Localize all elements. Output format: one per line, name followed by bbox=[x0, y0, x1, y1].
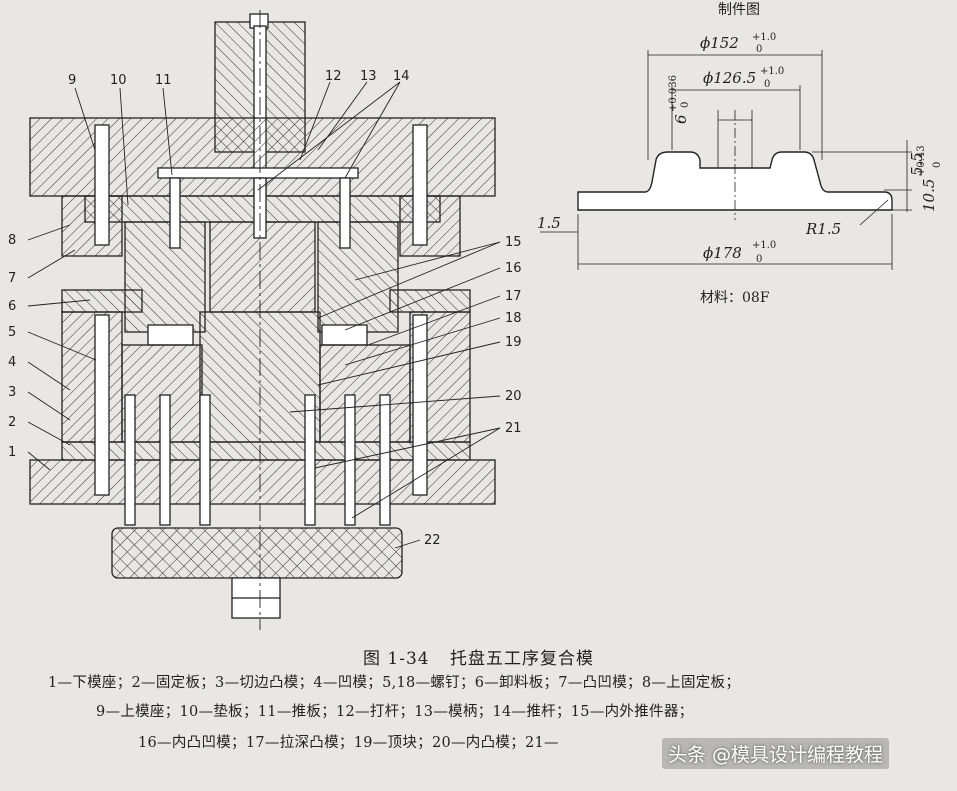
material-label: 材料：08F bbox=[700, 290, 770, 306]
ejector-pin bbox=[124, 394, 136, 526]
callout-19: 19 bbox=[505, 335, 522, 350]
leader-lines bbox=[27, 81, 501, 549]
callout-22: 22 bbox=[424, 533, 441, 548]
callout-20: 20 bbox=[505, 389, 522, 404]
dim-d6-tol-lower: 0 bbox=[680, 102, 691, 108]
die-assembly bbox=[29, 10, 496, 630]
dim-d178: ϕ178 bbox=[703, 244, 742, 262]
callout-17: 17 bbox=[505, 289, 522, 304]
callout-11: 11 bbox=[155, 73, 172, 88]
dim-h55: 5.5 bbox=[908, 152, 926, 176]
callout-16: 16 bbox=[505, 261, 522, 276]
dim-h105-tol-upper: +0.43 bbox=[916, 145, 927, 176]
callout-9: 9 bbox=[68, 73, 76, 88]
dim-d152: ϕ152 bbox=[700, 34, 739, 52]
dim-d1265: ϕ126.5 bbox=[703, 69, 756, 87]
stripper-plate bbox=[61, 289, 143, 313]
push-plate bbox=[157, 167, 359, 179]
figure-caption: 图 1-34 托盘五工序复合模 bbox=[0, 644, 957, 669]
part-profile bbox=[577, 151, 893, 211]
punch-die bbox=[124, 221, 206, 333]
part-drawing: 制件图 ϕ152 +1.0 0 ϕ126.5 + bbox=[537, 2, 943, 306]
callout-5: 5 bbox=[8, 325, 16, 340]
rubber-cushion bbox=[111, 527, 403, 579]
callout-4: 4 bbox=[8, 355, 16, 370]
upper-fixed-plate bbox=[61, 195, 123, 257]
dim-d178-tol-upper: +1.0 bbox=[752, 240, 776, 251]
callout-7: 7 bbox=[8, 271, 16, 286]
callout-1: 1 bbox=[8, 445, 16, 460]
legend-line-3: 16—内凸凹模；17—拉深凸模；19—顶块；20—内凸模；21— bbox=[138, 735, 559, 751]
figure-number: 图 1-34 bbox=[362, 649, 430, 669]
dim-d1265-tol-upper: +1.0 bbox=[760, 66, 784, 77]
watermark: 头条 @模具设计编程教程 bbox=[662, 738, 890, 769]
bolt bbox=[94, 124, 110, 246]
callout-21: 21 bbox=[505, 421, 522, 436]
callout-13: 13 bbox=[360, 69, 377, 84]
dim-d152-tol-upper: +1.0 bbox=[752, 32, 776, 43]
callout-14: 14 bbox=[393, 69, 410, 84]
dim-d178-tol-lower: 0 bbox=[756, 254, 762, 265]
dim-h105-tol-lower: 0 bbox=[932, 162, 943, 168]
dim-d6: 6 bbox=[672, 114, 690, 124]
callout-labels: 9 10 11 12 13 14 15 16 17 18 19 20 21 22… bbox=[8, 69, 522, 548]
dim-d1265-tol-lower: 0 bbox=[764, 79, 770, 90]
callout-2: 2 bbox=[8, 415, 16, 430]
inner-punch-die bbox=[147, 324, 194, 346]
callout-6: 6 bbox=[8, 299, 16, 314]
dim-d6-tol-upper: +0.036 bbox=[668, 75, 679, 112]
die-drawing: 9 10 11 12 13 14 15 16 17 18 19 20 21 22… bbox=[8, 2, 943, 630]
dim-h105: 10.5 bbox=[920, 179, 938, 212]
callout-12: 12 bbox=[325, 69, 342, 84]
dim-t15: 1.5 bbox=[537, 214, 561, 232]
callout-18: 18 bbox=[505, 311, 522, 326]
fixed-plate bbox=[61, 441, 471, 461]
push-rod bbox=[169, 177, 181, 249]
part-drawing-title: 制件图 bbox=[718, 2, 760, 18]
legend-line-1: 1—下模座；2—固定板；3—切边凸模；4—凹模；5,18—螺钉；6—卸料板；7—… bbox=[48, 675, 741, 691]
callout-10: 10 bbox=[110, 73, 127, 88]
callout-3: 3 bbox=[8, 385, 16, 400]
dim-r15: R1.5 bbox=[805, 220, 841, 238]
figure-title: 托盘五工序复合模 bbox=[450, 649, 594, 669]
die bbox=[61, 311, 123, 443]
callout-15: 15 bbox=[505, 235, 522, 250]
dim-d152-tol-lower: 0 bbox=[756, 44, 762, 55]
callout-8: 8 bbox=[8, 233, 16, 248]
legend-line-2: 9—上模座；10—垫板；11—推板；12—打杆；13—模柄；14—推杆；15—内… bbox=[96, 704, 694, 720]
